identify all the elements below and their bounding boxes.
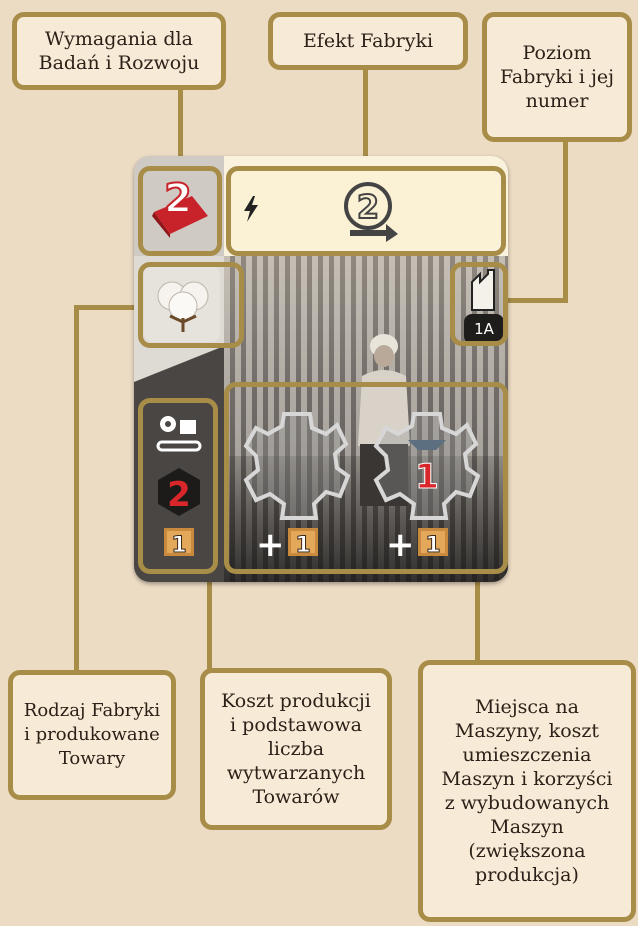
machine-slot-1-icon [243, 412, 351, 520]
machine-conveyor-icon [156, 416, 202, 452]
connector-type-h [74, 305, 150, 310]
connector-rd [178, 87, 183, 169]
callout-factory-effect: Efekt Fabryki [268, 12, 468, 70]
lightning-icon [244, 196, 258, 222]
highlight-rd [138, 166, 222, 256]
plus-sign-2: + [386, 525, 415, 565]
goods-crate-icon: 1 [164, 528, 194, 558]
connector-level-v [563, 140, 568, 302]
plus-sign-1: + [256, 525, 285, 565]
bonus-goods-crate-1-icon: 1 [288, 528, 318, 558]
factory-card: 2 2 1A 2 1 + [134, 156, 508, 582]
factory-building-icon [471, 269, 495, 311]
callout-factory-level-text: Poziom Fabryki i jej numer [500, 42, 614, 112]
machine-bonus-1-value: 1 [295, 533, 310, 558]
bonus-goods-crate-2-icon: 1 [418, 528, 448, 558]
rd-book-icon: 2 [152, 175, 208, 238]
callout-rd-requirements-text: Wymagania dla Badań i Rozwoju [38, 28, 200, 74]
rd-value: 2 [164, 176, 192, 222]
machine-bonus-2-value: 1 [425, 533, 440, 558]
production-cost-value: 2 [167, 475, 191, 515]
highlight-cost [138, 398, 218, 574]
connector-machines [475, 570, 480, 662]
callout-machine-slots-text: Miejsca na Maszyny, koszt umieszczenia M… [441, 696, 613, 886]
highlight-type [138, 262, 244, 348]
connector-level-h [498, 298, 568, 303]
effect-value: 2 [357, 188, 379, 226]
connector-type-v [74, 305, 79, 671]
connector-cost [207, 570, 212, 672]
callout-factory-type: Rodzaj Fabryki i produkowane Towary [8, 670, 176, 800]
callout-factory-type-text: Rodzaj Fabryki i produkowane Towary [23, 700, 161, 769]
callout-factory-level: Poziom Fabryki i jej numer [482, 12, 632, 142]
factory-code-badge: 1A [464, 314, 504, 344]
cost-badge-icon: 2 [158, 468, 200, 516]
base-goods-value: 1 [171, 533, 186, 558]
machine-slot-2-cost: 1 [415, 457, 439, 497]
highlight-effect [226, 166, 506, 256]
callout-production-cost-text: Koszt produkcji i podstawowa liczba wytw… [221, 690, 371, 808]
callout-machine-slots: Miejsca na Maszyny, koszt umieszczenia M… [418, 660, 636, 922]
callout-factory-effect-text: Efekt Fabryki [302, 30, 434, 52]
cotton-icon [157, 281, 209, 332]
callout-rd-requirements: Wymagania dla Badań i Rozwoju [12, 12, 226, 90]
machine-slot-2-icon: 1 [373, 412, 481, 520]
effect-circle-arrow-icon: 2 [344, 182, 398, 242]
highlight-level [450, 262, 508, 346]
connector-effect [363, 66, 368, 169]
highlight-machines [224, 382, 508, 574]
callout-production-cost: Koszt produkcji i podstawowa liczba wytw… [200, 668, 392, 830]
